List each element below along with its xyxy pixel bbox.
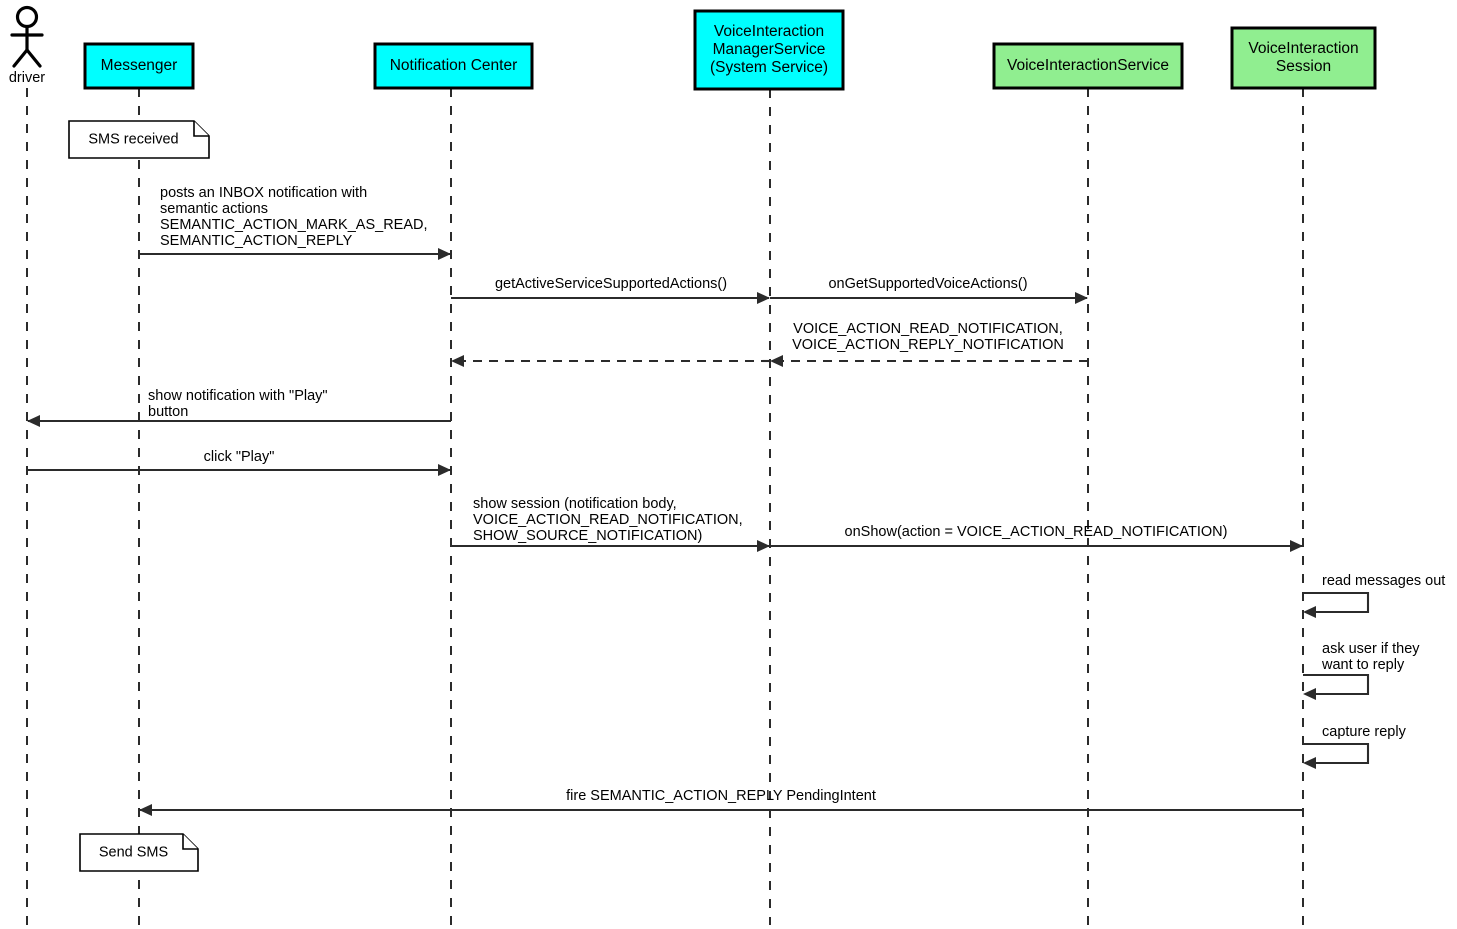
note-label: Send SMS [99,844,168,860]
participant-label-voice-interaction-session: VoiceInteraction [1248,40,1358,57]
message-label: SHOW_SOURCE_NOTIFICATION) [473,528,702,544]
participant-label-voice-interaction-manager-service: VoiceInteraction [714,23,824,40]
self-message-loop [1303,673,1370,696]
note-sms-received[interactable]: SMS received [68,120,210,159]
participant-label-messenger: Messenger [101,57,178,74]
messages-layer: posts an INBOX notification withsemantic… [27,185,1303,816]
note-send-sms[interactable]: Send SMS [79,833,199,872]
self-message-arrowhead [1303,757,1316,769]
participant-box-voice-interaction-service[interactable] [992,42,1184,90]
self-message-loop [1303,591,1370,614]
actor-leg-left-icon [12,48,29,68]
message-arrowhead [757,540,770,552]
msg-get-active-service-supported-actions[interactable]: getActiveServiceSupportedActions() [451,276,770,304]
self-message-label: want to reply [1321,657,1405,673]
participant-box-voice-interaction-manager-service[interactable] [693,9,845,91]
message-label: getActiveServiceSupportedActions() [495,276,727,292]
self-message-label: read messages out [1322,573,1445,589]
participant-label-voice-interaction-manager-service: ManagerService [713,41,826,58]
message-label: fire SEMANTIC_ACTION_REPLY PendingIntent [566,788,876,804]
msg-show-session[interactable]: show session (notification body,VOICE_AC… [451,496,770,552]
actor-head-icon [15,5,39,29]
message-arrowhead [757,292,770,304]
message-label: show notification with "Play" [148,388,328,404]
message-arrowhead [438,248,451,260]
note-fold-corner-icon [182,834,198,850]
note-body [68,120,210,159]
self-message-arrowhead [1303,688,1316,700]
message-arrowhead [451,355,464,367]
participant-box-messenger[interactable] [83,42,195,90]
message-label: SEMANTIC_ACTION_REPLY [160,233,353,249]
message-arrowhead [1075,292,1088,304]
msg-on-show[interactable]: onShow(action = VOICE_ACTION_READ_NOTIFI… [770,524,1303,552]
participant-label-voice-interaction-session: Session [1276,58,1331,75]
message-label: show session (notification body, [473,496,677,512]
message-label: VOICE_ACTION_READ_NOTIFICATION, [473,512,743,528]
self-message-label: capture reply [1322,724,1407,740]
note-body [79,833,199,872]
participant-head-driver[interactable]: driver [9,5,45,87]
message-label: SEMANTIC_ACTION_MARK_AS_READ, [160,217,428,233]
message-label: click "Play" [204,449,275,465]
participant-heads-layer: driver Messenger Notification Center VoiceI… [9,5,1377,91]
participant-label-voice-interaction-service: VoiceInteractionService [1007,57,1169,74]
msg-click-play[interactable]: click "Play" [27,449,451,476]
participant-head-messenger[interactable]: Messenger [83,42,195,90]
msg-on-get-supported-voice-actions[interactable]: onGetSupportedVoiceActions() [770,276,1088,304]
message-label: onShow(action = VOICE_ACTION_READ_NOTIFI… [845,524,1228,540]
participant-head-notification-center[interactable]: Notification Center [373,42,534,90]
actor-leg-right-icon [25,48,42,68]
msg-fire-semantic-action-reply-pending-intent[interactable]: fire SEMANTIC_ACTION_REPLY PendingIntent [139,788,1303,816]
message-arrowhead [139,804,152,816]
self-message-label: ask user if they [1322,641,1420,657]
participant-label-notification-center: Notification Center [390,57,518,74]
message-label: onGetSupportedVoiceActions() [828,276,1027,292]
participant-box-notification-center[interactable] [373,42,534,90]
note-label: SMS received [88,131,178,147]
self-message-arrowhead [1303,606,1316,618]
message-arrowhead [770,355,783,367]
note-fold-corner-icon [193,121,209,137]
message-label: button [148,404,188,420]
msg-show-notification-with-play-button[interactable]: show notification with "Play"button [27,388,451,427]
msg-post-inbox-notification[interactable]: posts an INBOX notification withsemantic… [139,185,451,260]
message-label: VOICE_ACTION_READ_NOTIFICATION, [793,321,1063,337]
msg-return-voice-actions-to-notification-center[interactable] [451,355,770,367]
self-msg-capture-reply[interactable]: capture reply [1303,724,1407,769]
message-label: posts an INBOX notification with [160,185,367,201]
message-label: semantic actions [160,201,268,217]
message-label: VOICE_ACTION_REPLY_NOTIFICATION [792,337,1064,353]
message-arrowhead [27,415,40,427]
participant-label-voice-interaction-manager-service: (System Service) [710,59,828,76]
self-msg-read-messages-out[interactable]: read messages out [1303,573,1445,618]
lifelines-layer [26,88,1304,925]
msg-return-voice-actions-to-manager[interactable]: VOICE_ACTION_READ_NOTIFICATION,VOICE_ACT… [770,321,1088,367]
participant-head-voice-interaction-service[interactable]: VoiceInteractionService [992,42,1184,90]
self-message-loop [1303,742,1370,765]
message-arrowhead [1290,540,1303,552]
message-arrowhead [438,464,451,476]
participant-label-driver: driver [9,70,45,86]
participant-box-voice-interaction-session[interactable] [1230,26,1377,90]
